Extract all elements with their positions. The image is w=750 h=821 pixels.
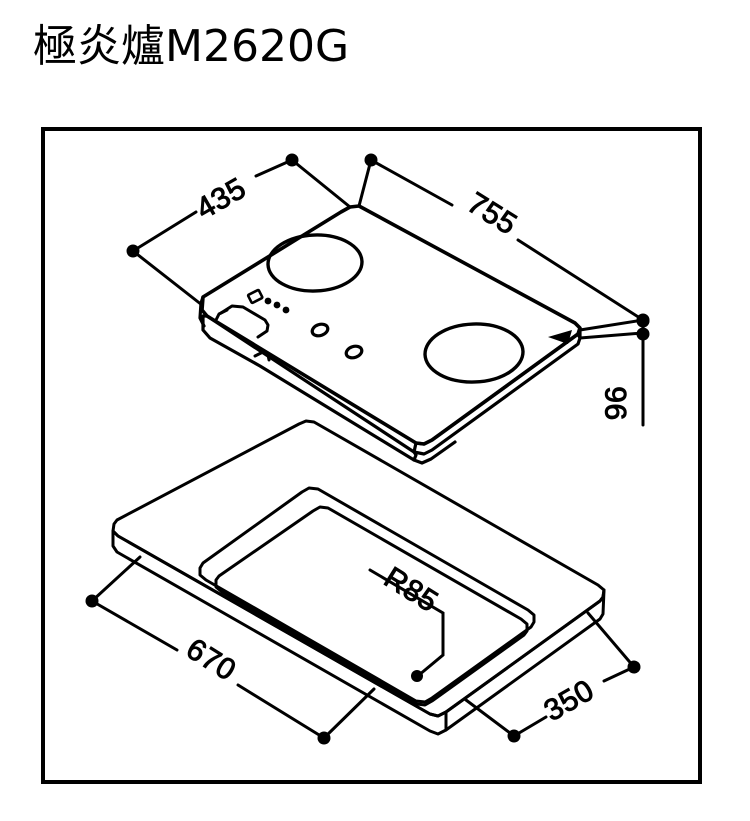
dimension-755-group: 755 xyxy=(357,153,650,332)
dim-line-755-seg1 xyxy=(369,158,454,207)
cutout-opening-inner xyxy=(214,505,529,707)
cutout-opening-outer xyxy=(198,486,536,704)
dim-line-435-seg2 xyxy=(254,158,294,178)
dim-line-435-seg1 xyxy=(131,210,198,253)
ext-line-435-a xyxy=(131,249,204,307)
dim-endpoint-dot-755-a xyxy=(364,153,378,167)
cooktop-inner-tray xyxy=(219,304,270,339)
cooktop-front-notch xyxy=(253,350,271,362)
ext-line-435-b xyxy=(290,158,352,209)
burner-front-right xyxy=(423,322,525,384)
ext-line-350-a xyxy=(464,698,516,738)
cooktop-body-left-sweep xyxy=(198,295,206,328)
dim-line-670-seg1 xyxy=(90,599,179,652)
countertop-cutout-view xyxy=(111,419,606,736)
leader-line-R85 xyxy=(368,568,445,677)
cooktop-inner-tray-left xyxy=(214,308,229,322)
dim-endpoint-dot-96-a xyxy=(636,314,650,328)
ext-line-670-b xyxy=(322,687,376,740)
cooktop-lower-body-outline xyxy=(412,440,457,465)
dim-endpoint-dot-435-a xyxy=(126,244,140,258)
dim-endpoint-dot-350-a xyxy=(507,729,521,743)
indicator-dot-1 xyxy=(264,297,272,305)
indicator-dot-3 xyxy=(282,306,290,314)
control-panel-indicators xyxy=(246,288,290,314)
ext-line-670-a xyxy=(90,555,142,603)
ext-line-755-a xyxy=(357,158,373,208)
cooktop-right-depth-edge xyxy=(573,321,582,340)
dimension-670-label: 670 xyxy=(180,632,241,687)
ext-line-350-b xyxy=(586,611,636,669)
drawing-border xyxy=(41,127,702,784)
indicator-dot-2 xyxy=(273,301,281,309)
indicator-square-icon xyxy=(246,288,264,305)
dimension-96-group: 96 xyxy=(548,314,650,427)
dim-line-755-seg2 xyxy=(516,238,645,322)
countertop-thickness-right xyxy=(444,588,606,732)
dim-line-670-seg2 xyxy=(236,683,326,740)
dim-endpoint-dot-670-b xyxy=(317,731,331,745)
cooktop-front-edge-band xyxy=(412,332,582,456)
dimension-755-label: 755 xyxy=(461,186,522,241)
dim-endpoint-dot-435-b xyxy=(285,153,299,167)
leader-endpoint-dot-R85 xyxy=(411,670,423,682)
ext-line-755-b xyxy=(578,318,645,332)
dim-endpoint-dot-96-b xyxy=(636,327,650,341)
dimension-350-label: 350 xyxy=(539,674,600,728)
burner-rear-left xyxy=(266,233,364,293)
dimension-435-group: 435 xyxy=(126,153,352,307)
dimension-435-label: 435 xyxy=(191,172,252,226)
dim-endpoint-dot-350-b xyxy=(627,660,641,674)
radius-callout-R85-group: R85 xyxy=(368,560,445,682)
dim-endpoint-dot-670-a xyxy=(85,594,99,608)
cooktop-body-apron xyxy=(201,314,418,462)
control-knob-lower xyxy=(344,344,364,360)
dimension-96-label: 96 xyxy=(600,386,633,420)
control-knob-upper xyxy=(310,322,330,338)
ext-line-96-a xyxy=(578,331,645,340)
page-title: 極炎爐M2620G xyxy=(33,21,350,72)
dim-arrowhead-96 xyxy=(548,330,572,344)
